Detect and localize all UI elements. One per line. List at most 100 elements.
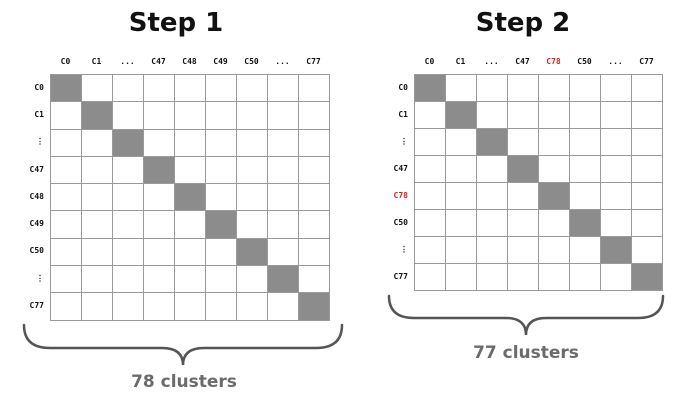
diagonal-cell — [206, 211, 237, 239]
matrix-cell — [144, 211, 175, 239]
matrix-cell — [446, 210, 477, 237]
step1-row-label: C48 — [29, 191, 44, 201]
matrix-cell — [570, 183, 601, 210]
step2-row-label: C50 — [393, 217, 408, 227]
diagonal-cell — [268, 266, 299, 294]
diagonal-cell — [237, 238, 268, 267]
matrix-cell — [175, 102, 206, 130]
matrix-cell — [632, 129, 663, 156]
step1-row-label: C50 — [29, 246, 44, 256]
matrix-cell — [175, 238, 206, 267]
step2-column-label: C0 — [424, 57, 435, 66]
step2-row-label: ⋮ — [400, 244, 408, 254]
matrix-cell — [82, 266, 113, 294]
step1-column-label: ... — [275, 57, 290, 66]
step2-row-label: C47 — [393, 163, 408, 173]
matrix-cell — [206, 156, 237, 185]
diagonal-cell — [601, 237, 632, 264]
matrix-cell — [113, 102, 144, 130]
matrix-cell — [539, 156, 570, 183]
step1-row-label: ⋮ — [36, 137, 44, 147]
diagonal-cell — [570, 210, 601, 237]
matrix-cell — [477, 102, 508, 129]
matrix-cell — [206, 184, 237, 212]
matrix-cell — [508, 183, 539, 210]
matrix-cell — [82, 238, 113, 267]
matrix-cell — [113, 211, 144, 239]
matrix-cell — [206, 293, 237, 321]
matrix-cell — [206, 266, 237, 294]
matrix-cell — [601, 102, 632, 129]
step2-row-label: C78 — [393, 190, 408, 200]
matrix-cell — [82, 211, 113, 239]
step2-row-label: C0 — [398, 82, 408, 92]
matrix-cell — [477, 210, 508, 237]
matrix-cell — [175, 75, 206, 103]
step1-column-label: C1 — [91, 57, 102, 66]
step1-column-label: C49 — [213, 57, 228, 66]
matrix-cell — [144, 238, 175, 267]
matrix-cell — [477, 237, 508, 264]
matrix-cell — [446, 183, 477, 210]
matrix-cell — [632, 102, 663, 129]
matrix-cell — [268, 184, 299, 212]
step1-row-label: C47 — [29, 164, 44, 174]
step2-column-label: C78 — [546, 57, 561, 66]
matrix-cell — [508, 75, 539, 102]
matrix-cell — [175, 211, 206, 239]
matrix-cell — [268, 293, 299, 321]
matrix-cell — [237, 293, 268, 321]
matrix-cell — [415, 237, 446, 264]
step1-row-label: C77 — [29, 301, 44, 311]
matrix-cell — [508, 102, 539, 129]
matrix-cell — [113, 184, 144, 212]
matrix-cell — [268, 102, 299, 130]
matrix-cell — [632, 210, 663, 237]
step2-column-label: ... — [484, 57, 499, 66]
step1-row-label: ⋮ — [36, 273, 44, 283]
diagonal-cell — [477, 129, 508, 156]
matrix-cell — [601, 183, 632, 210]
matrix-cell — [508, 210, 539, 237]
matrix-cell — [299, 102, 330, 130]
step2-cluster-count: 77 clusters — [473, 343, 579, 363]
matrix-cell — [237, 102, 268, 130]
step1-column-label: ... — [120, 57, 135, 66]
diagonal-cell — [446, 102, 477, 129]
matrix-cell — [508, 237, 539, 264]
matrix-cell — [299, 211, 330, 239]
matrix-cell — [175, 266, 206, 294]
matrix-cell — [299, 75, 330, 103]
matrix-cell — [237, 184, 268, 212]
matrix-cell — [113, 75, 144, 103]
matrix-cell — [299, 156, 330, 185]
matrix-cell — [206, 75, 237, 103]
matrix-cell — [299, 238, 330, 267]
matrix-cell — [144, 266, 175, 294]
matrix-cell — [144, 102, 175, 130]
diagonal-cell — [508, 156, 539, 183]
step1-column-label: C48 — [182, 57, 197, 66]
diagonal-cell — [299, 293, 330, 321]
matrix-cell — [477, 156, 508, 183]
matrix-cell — [268, 211, 299, 239]
matrix-cell — [299, 129, 330, 157]
matrix-cell — [299, 184, 330, 212]
matrix-cell — [268, 75, 299, 103]
matrix-cell — [570, 156, 601, 183]
matrix-cell — [508, 264, 539, 291]
matrix-cell — [601, 264, 632, 291]
matrix-cell — [601, 156, 632, 183]
matrix-cell — [446, 264, 477, 291]
step2-column-label: ... — [608, 57, 623, 66]
matrix-cell — [632, 75, 663, 102]
diagonal-cell — [113, 129, 144, 157]
matrix-cell — [51, 211, 82, 239]
matrix-cell — [82, 156, 113, 185]
matrix-cell — [113, 293, 144, 321]
matrix-cell — [508, 129, 539, 156]
matrix-cell — [51, 156, 82, 185]
matrix-cell — [477, 75, 508, 102]
matrix-cell — [299, 266, 330, 294]
matrix-cell — [539, 129, 570, 156]
